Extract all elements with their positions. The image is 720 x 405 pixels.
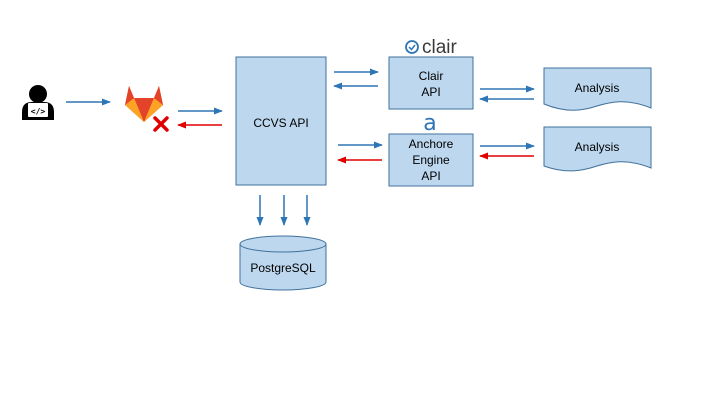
clair-api-label-line2: API (421, 85, 440, 99)
postgresql-database: PostgreSQL (239, 235, 327, 291)
ccvs-api-box: CCVS API (235, 56, 327, 186)
clair-api-box: Clair API (388, 56, 474, 110)
ccvs-api-label: CCVS API (253, 116, 308, 130)
anchore-label-line2: Engine (412, 153, 450, 167)
analysis-top-label: Analysis (575, 81, 620, 95)
anchore-label-line1: Anchore (409, 137, 454, 151)
analysis-bottom-label: Analysis (575, 140, 620, 154)
postgresql-label: PostgreSQL (250, 261, 316, 275)
anchore-engine-api-box: Anchore Engine API (388, 133, 474, 187)
anchore-logo-icon: a (423, 111, 436, 136)
clair-api-label-line1: Clair (419, 69, 444, 83)
clair-logo-icon: clair (405, 37, 458, 58)
developer-icon: </> (22, 85, 54, 120)
gitlab-icon (125, 86, 163, 122)
svg-text:</>: </> (31, 107, 46, 116)
x-mark-icon (153, 116, 169, 132)
analysis-document-top: Analysis (543, 67, 652, 111)
clair-wordmark: clair (422, 37, 458, 58)
analysis-document-bottom: Analysis (543, 126, 652, 172)
anchore-label-line3: API (421, 169, 440, 183)
